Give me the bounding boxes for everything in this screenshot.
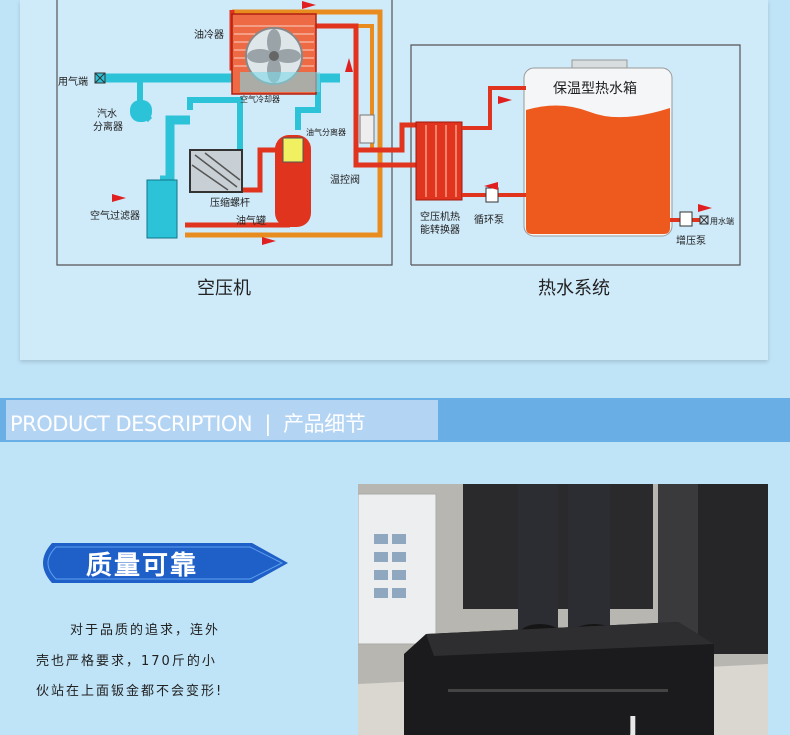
- label-oil-cooler: 油冷器: [194, 30, 224, 41]
- air-cooler: [240, 72, 320, 92]
- air-pipe-down: [295, 78, 321, 130]
- label-steam-separator-2: 分离器: [93, 122, 123, 133]
- label-temp-valve: 温控阀: [330, 175, 360, 186]
- hot-oil-pipe-right: [316, 23, 416, 168]
- section-header-title: PRODUCT DESCRIPTION | 产品细节: [10, 408, 366, 438]
- flow-arrow: [498, 96, 512, 104]
- label-circ-pump: 循环泵: [474, 215, 504, 226]
- booster-pump: [679, 211, 693, 227]
- steam-separator: [130, 100, 152, 122]
- hot-water-section-label: 热水系统: [538, 278, 610, 299]
- desc-line-2: 壳也严格要求，170斤的小: [36, 654, 217, 669]
- label-oil-gas-separator: 油气分离器: [306, 128, 346, 137]
- heat-exchanger: [415, 121, 463, 201]
- compressor-section-label: 空压机: [197, 278, 251, 299]
- section-header-box: [6, 400, 438, 440]
- flow-arrow: [345, 58, 353, 72]
- air-pipe-filter: [160, 115, 190, 185]
- water-valve-icon: [699, 215, 709, 225]
- quality-badge-text: 质量可靠: [86, 551, 199, 581]
- label-tank: 保温型热水箱: [553, 81, 637, 97]
- circulation-pump: [485, 187, 499, 203]
- flow-arrow: [484, 182, 498, 190]
- desc-line-1: 对于品质的追求，连外: [70, 623, 221, 638]
- label-exchanger-1: 空压机热: [420, 212, 460, 223]
- quality-badge-shape: [43, 543, 288, 583]
- hot-oil-pipe-loop: [356, 122, 416, 153]
- section-header-chinese: 产品细节: [283, 412, 366, 436]
- svg-text:J: J: [626, 712, 638, 735]
- compressor-frame: [56, 0, 393, 266]
- label-booster-pump: 增压泵: [676, 236, 706, 247]
- label-oil-tank: 油气罐: [236, 216, 266, 227]
- system-diagram: [56, 0, 741, 266]
- label-air-outlet: 用气端: [58, 77, 88, 88]
- section-header-separator: |: [264, 412, 271, 436]
- flow-arrow: [302, 1, 316, 9]
- tank-water: [526, 105, 670, 234]
- air-filter: [146, 179, 178, 239]
- label-air-cooler: 空气冷却器: [240, 95, 280, 104]
- label-water-outlet: 用水端: [710, 217, 734, 226]
- temp-valve: [359, 114, 375, 144]
- desc-line-3: 伙站在上面钣金都不会变形!: [36, 684, 224, 699]
- water-pipe-top: [462, 86, 526, 130]
- section-header-english: PRODUCT DESCRIPTION: [10, 412, 253, 436]
- label-steam-separator-1: 汽水: [97, 109, 117, 120]
- label-exchanger-2: 能转换器: [420, 225, 460, 236]
- label-air-filter: 空气过滤器: [90, 211, 140, 222]
- flow-arrow: [698, 204, 712, 212]
- air-valve-icon: [94, 72, 106, 84]
- label-screw: 压缩螺杆: [210, 198, 250, 209]
- hot-water-frame: [410, 44, 741, 266]
- oil-return-pipe: [185, 9, 383, 238]
- flow-arrow: [112, 194, 126, 202]
- flow-arrow: [262, 237, 276, 245]
- product-photo: J: [358, 484, 768, 735]
- hot-oil-pipe-screw: [243, 147, 285, 193]
